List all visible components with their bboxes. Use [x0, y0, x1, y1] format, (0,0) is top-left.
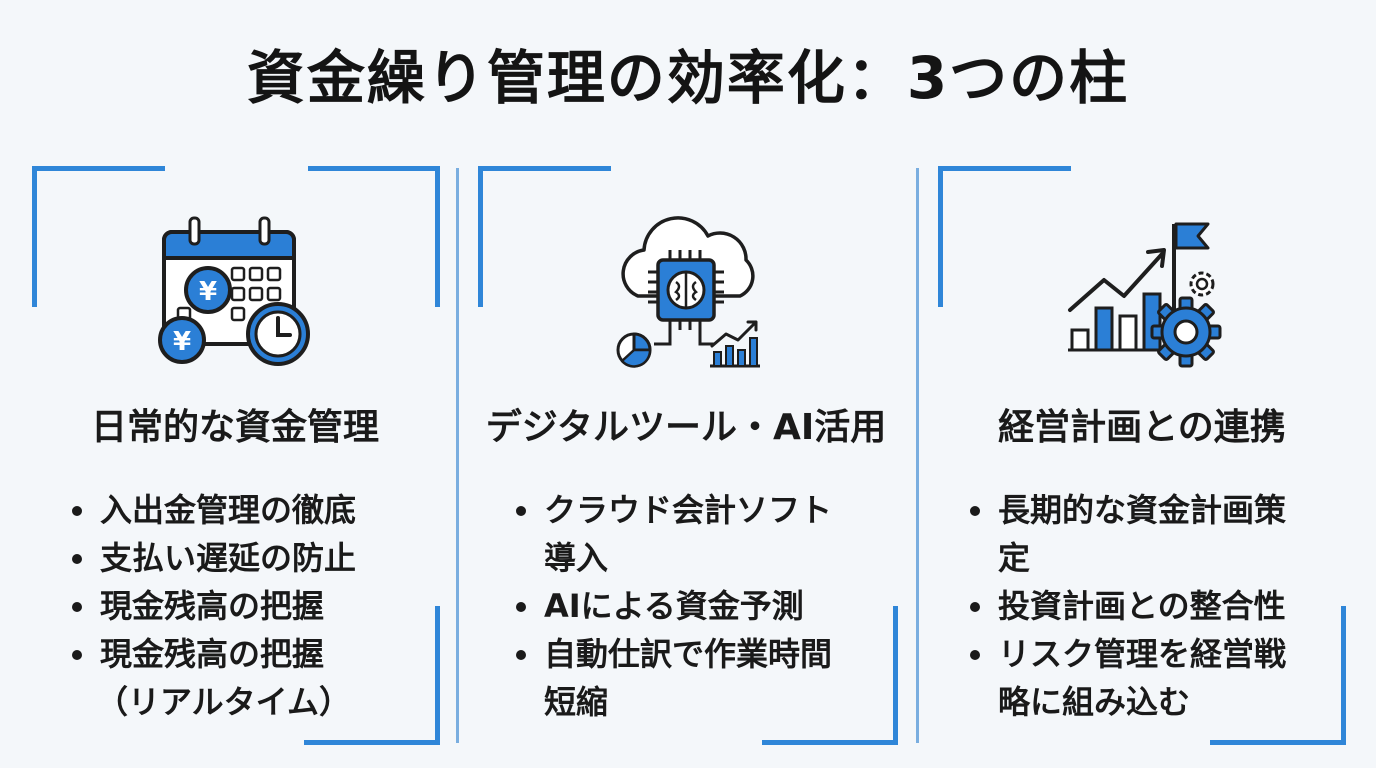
list-item: 自動仕訳で作業時間	[512, 630, 892, 678]
frame-corner	[304, 606, 440, 745]
pillar-bullet-list: クラウド会計ソフト 導入 AIによる資金予測 自動仕訳で作業時間 短縮	[512, 486, 892, 726]
frame-corner	[32, 166, 165, 307]
cloud-ai-chip-icon	[608, 210, 768, 379]
frame-corner	[308, 166, 440, 307]
list-item: AIによる資金予測	[512, 582, 892, 630]
list-item-continuation: 導入	[544, 539, 609, 577]
list-item: 入出金管理の徹底	[68, 486, 428, 534]
list-item: 現金残高の把握	[68, 630, 428, 678]
page-title: 資金繰り管理の効率化：3つの柱	[246, 44, 1130, 112]
list-item: 支払い遅延の防止	[68, 534, 428, 582]
list-item: 現金残高の把握	[68, 582, 428, 630]
pillar-bullet-list: 長期的な資金計画策 定 投資計画との整合性 リスク管理を経営戦 略に組み込む	[966, 486, 1346, 726]
list-item: 長期的な資金計画策	[966, 486, 1346, 534]
svg-text:¥: ¥	[199, 277, 217, 307]
pillar-bullet-list: 入出金管理の徹底 支払い遅延の防止 現金残高の把握 現金残高の把握 （リアルタイ…	[68, 486, 428, 726]
column-divider	[456, 168, 459, 743]
list-item-continuation: 定	[998, 539, 1031, 577]
list-item: リスク管理を経営戦	[966, 630, 1346, 678]
pillar-heading: 日常的な資金管理	[90, 407, 379, 448]
column-divider	[916, 168, 919, 743]
list-item-continuation: 略に組み込む	[998, 683, 1191, 721]
list-item: 投資計画との整合性	[966, 582, 1346, 630]
frame-corner	[1210, 606, 1346, 745]
calendar-yen-clock-icon: ¥ ¥	[150, 210, 320, 374]
frame-corner	[762, 606, 898, 745]
frame-corner	[478, 166, 611, 307]
list-item-continuation: 短縮	[544, 683, 609, 721]
growth-chart-flag-gear-icon	[1062, 210, 1227, 379]
frame-corner	[938, 166, 1071, 307]
list-item: クラウド会計ソフト	[512, 486, 892, 534]
pillar-heading: デジタルツール・AI活用	[485, 407, 887, 448]
list-item-continuation: （リアルタイム）	[96, 683, 352, 721]
svg-text:¥: ¥	[173, 327, 191, 357]
pillar-heading: 経営計画との連携	[998, 407, 1286, 448]
